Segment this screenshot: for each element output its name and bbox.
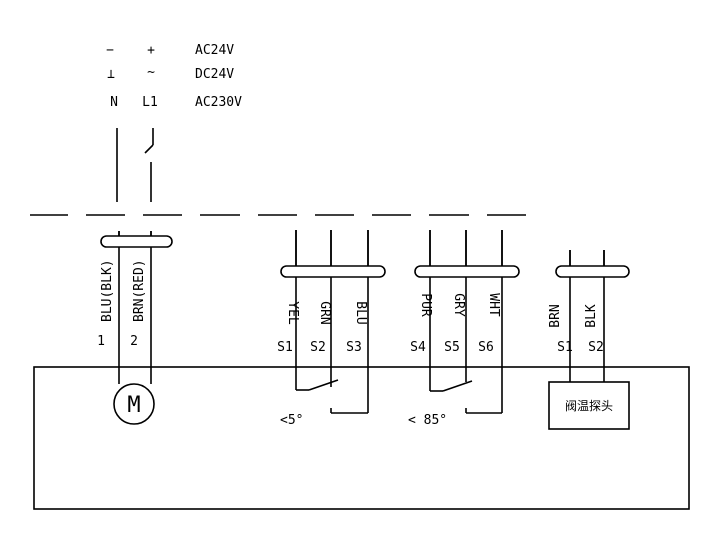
sensor-sleeve [555,265,630,278]
switch-2-wire-3-label-group: WHT [486,293,501,317]
switch-2-terminal-1: S4 [410,340,426,355]
line-label: L1 [142,95,158,110]
switch-2-contact [430,380,502,414]
supply-labels: − + AC24V ⊥ ~ DC24V N L1 AC230V [106,43,242,110]
switch-2-terminal-3: S6 [478,340,494,355]
motor-letter: M [127,393,140,418]
switch-1-cable [280,230,386,413]
sensor-wire-2-label-group: BLK [584,304,599,328]
motor-circle [113,383,155,425]
switch-2-cable [414,230,520,413]
motor-terminal-2: 2 [130,334,138,349]
motor-symbol: M [113,383,155,425]
switch-2-wire-2-label-group: GRY [451,293,466,317]
motor-cable [100,231,173,384]
motor-wire-1-label-group: BLU(BLK) [100,259,115,322]
switch-1-sleeve [280,265,386,278]
switch-2-sleeve [414,265,520,278]
voltage-ac24-label: AC24V [195,43,234,58]
switch-2-terminal-2: S5 [444,340,460,355]
sensor-cable [555,250,630,382]
ground-symbol: ⊥ [107,67,115,82]
polarity-plus: + [147,43,155,58]
switch-1-wire-2: GRN [317,301,332,324]
switch-1-wire-3-label-group: BLU [353,301,368,324]
switch-2-angle: < 85° [408,413,447,428]
switch-1-wire-1-label-group: YEL [285,301,300,325]
switch-2-wire-1-label-group: PUR [418,293,433,317]
voltage-ac230-label: AC230V [195,95,242,110]
ac-symbol: ~ [147,65,155,80]
sensor-label: 阀温探头 [565,399,613,413]
actuator-housing [33,366,690,510]
sensor-box [548,381,630,430]
motor-cable-sleeve [100,235,173,248]
motor-wire-2-label-group: BRN(RED) [132,259,147,322]
switch-1-wire-3: BLU [353,301,368,324]
switch-1-wire-1: YEL [285,301,300,325]
supply-wires [116,128,154,202]
sensor-wire-1: BRN [548,304,563,327]
sensor-terminal-2: S2 [588,340,604,355]
switch-1-terminal-3: S3 [346,340,362,355]
motor-wire-2-label: BRN(RED) [132,259,147,322]
sensor-terminal-1: S1 [557,340,573,355]
polarity-minus: − [106,43,114,58]
sensor-wire-1-label-group: BRN [548,304,563,327]
motor-wire-1-label: BLU(BLK) [100,259,115,322]
switch-2-wire-3: WHT [486,293,501,317]
voltage-dc24-label: DC24V [195,67,234,82]
sensor-wire-2: BLK [584,304,599,328]
switch-1-terminal-2: S2 [310,340,326,355]
switch-1-angle: <5° [280,413,303,428]
switch-2-wire-1: PUR [418,293,433,317]
switch-1-terminal-1: S1 [277,340,293,355]
neutral-label: N [110,95,118,110]
motor-terminal-1: 1 [97,334,105,349]
line-switch-contact [144,144,154,154]
switch-2-wire-2: GRY [451,293,466,317]
switch-1-contact [296,379,368,414]
switch-1-wire-2-label-group: GRN [317,301,332,324]
